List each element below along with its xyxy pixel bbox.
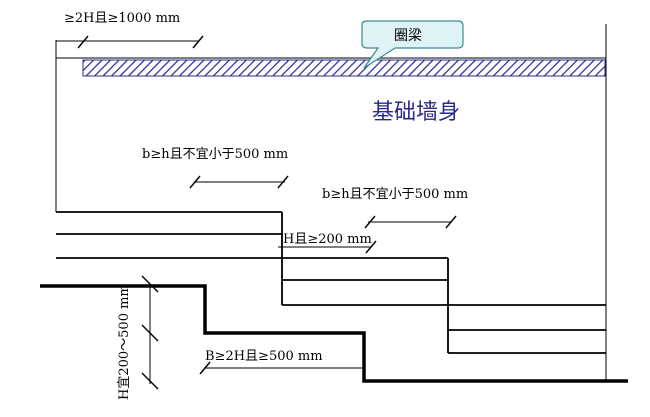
step-length-bottom-label: B≥2H且≥500 mm [205, 349, 323, 364]
vertical-height-label: H宜200～500 mm [117, 284, 132, 400]
wall-body-title: 基础墙身 [372, 100, 460, 125]
callout-label: 圈梁 [394, 28, 422, 44]
callout-bubble [361, 20, 464, 69]
ring-beam-offset-label: ≥2H且≥1000 mm [64, 11, 180, 26]
step-width-upper-label: b≥h且不宜小于500 mm [142, 147, 288, 162]
dim-tick [277, 175, 289, 189]
dim-tick [365, 240, 377, 254]
dim-tick-right [192, 35, 204, 49]
dim-tick [199, 361, 211, 375]
step-height-label: H且≥200 mm [283, 232, 372, 247]
dim-tick [141, 372, 159, 390]
ring-beam-hatch [82, 59, 606, 77]
excavation-line [40, 284, 628, 383]
dim-tick [141, 275, 159, 293]
step-width-lower-label: b≥h且不宜小于500 mm [322, 187, 468, 202]
dim-tick [445, 215, 457, 229]
dim-tick [364, 215, 376, 229]
dim-tick [189, 175, 201, 189]
dim-tick-left [77, 35, 89, 49]
dim-tick [141, 324, 159, 342]
